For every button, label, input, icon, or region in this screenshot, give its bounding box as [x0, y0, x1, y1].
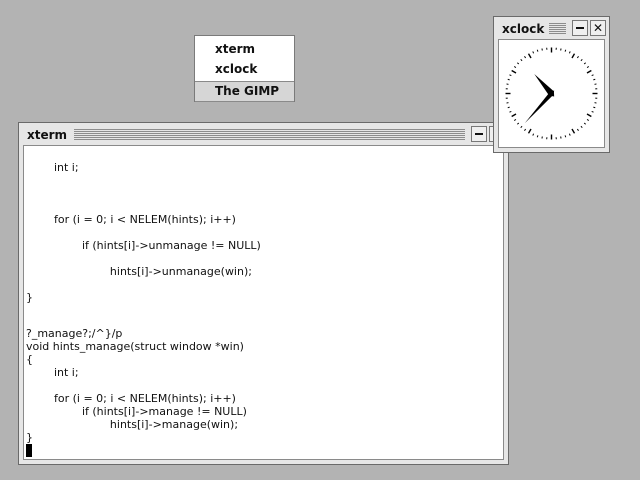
- clock-minute-tick: [576, 128, 579, 132]
- clock-minute-tick: [568, 133, 571, 136]
- xclock-titlebar[interactable]: xclock ✕: [497, 20, 606, 38]
- clock-minute-tick: [507, 78, 510, 81]
- root-menu: xterm xclock The GIMP: [194, 35, 295, 102]
- clock-minute-tick: [507, 106, 510, 109]
- clock-minute-tick: [536, 49, 539, 52]
- clock-minute-tick: [524, 128, 527, 132]
- terminal-line: hints[i]->manage(win);: [26, 418, 239, 431]
- clock-minute-tick: [509, 74, 512, 77]
- xterm-title: xterm: [22, 126, 73, 144]
- clock-minute-tick: [536, 135, 539, 138]
- clock-minute-tick: [520, 125, 523, 129]
- terminal-line: for (i = 0; i < NELEM(hints); i++): [26, 213, 236, 226]
- clock-minute-tick: [532, 51, 535, 54]
- xclock-close-button[interactable]: ✕: [590, 20, 606, 36]
- terminal-line: }: [26, 431, 33, 444]
- terminal-line: }: [26, 291, 33, 304]
- clock-face: [505, 47, 598, 140]
- terminal-line: if (hints[i]->manage != NULL): [26, 405, 247, 418]
- clock-minute-tick: [513, 118, 517, 121]
- clock-minute-tick: [516, 62, 520, 65]
- xterm-minimize-button[interactable]: [471, 126, 487, 142]
- clock-hour-tick: [511, 69, 517, 74]
- clock-minute-tick: [564, 49, 567, 52]
- xclock-minimize-button[interactable]: [572, 20, 588, 36]
- clock-minute-tick: [513, 66, 517, 69]
- clock-minute-tick: [591, 74, 594, 77]
- clock-minute-tick: [591, 110, 594, 113]
- minimize-icon: [576, 27, 584, 29]
- terminal-line: int i;: [26, 366, 79, 379]
- clock-minute-tick: [564, 135, 567, 138]
- clock-face-area: [498, 39, 605, 148]
- close-icon: ✕: [592, 21, 604, 35]
- xclock-title: xclock: [497, 20, 550, 38]
- clock-minute-tick: [593, 78, 596, 81]
- menu-item-gimp[interactable]: The GIMP: [195, 81, 294, 102]
- clock-minute-tick: [593, 106, 596, 109]
- terminal-text-area[interactable]: int i; for (i = 0; i < NELEM(hints); i++…: [23, 145, 504, 460]
- clock-minute-tick: [586, 118, 590, 121]
- clock-minute-tick: [586, 66, 590, 69]
- clock-hour-tick: [527, 53, 532, 59]
- menu-item-xclock[interactable]: xclock: [215, 62, 258, 76]
- clock-minute-tick: [568, 51, 571, 54]
- clock-hour-tick: [571, 53, 576, 59]
- clock-minute-tick: [509, 110, 512, 113]
- clock-hour-tick: [586, 69, 592, 74]
- clock-hour-tick: [527, 128, 532, 134]
- xclock-window: xclock ✕: [493, 16, 610, 153]
- xclock-title-grip[interactable]: [549, 23, 566, 35]
- menu-item-xterm[interactable]: xterm: [215, 42, 256, 56]
- xterm-window: xterm ✕ int i; for (i = 0; i < NELEM(hin…: [18, 122, 509, 465]
- clock-minute-tick: [576, 55, 579, 59]
- text-cursor: [26, 444, 32, 457]
- minute-hand: [524, 90, 555, 124]
- terminal-line: void hints_manage(struct window *win): [26, 340, 244, 353]
- clock-hour-tick: [571, 128, 576, 134]
- terminal-line: {: [26, 353, 33, 366]
- clock-minute-tick: [532, 133, 535, 136]
- terminal-line: hints[i]->unmanage(win);: [26, 265, 252, 278]
- minimize-icon: [475, 133, 483, 135]
- clock-minute-tick: [580, 58, 583, 62]
- clock-minute-tick: [583, 62, 587, 65]
- clock-minute-tick: [583, 122, 587, 125]
- terminal-line: int i;: [26, 161, 79, 174]
- hour-hand: [534, 74, 555, 97]
- terminal-line: if (hints[i]->unmanage != NULL): [26, 239, 261, 252]
- clock-minute-tick: [520, 58, 523, 62]
- xterm-title-grip[interactable]: [74, 129, 465, 141]
- xterm-titlebar[interactable]: xterm ✕: [22, 126, 505, 144]
- clock-minute-tick: [580, 125, 583, 129]
- clock-hour-tick: [586, 113, 592, 118]
- terminal-line: for (i = 0; i < NELEM(hints); i++): [26, 392, 236, 405]
- clock-ticks: [505, 47, 598, 140]
- clock-minute-tick: [524, 55, 527, 59]
- terminal-line: ?_manage?;/^}/p: [26, 327, 123, 340]
- clock-hour-tick: [511, 113, 517, 118]
- clock-minute-tick: [516, 122, 520, 125]
